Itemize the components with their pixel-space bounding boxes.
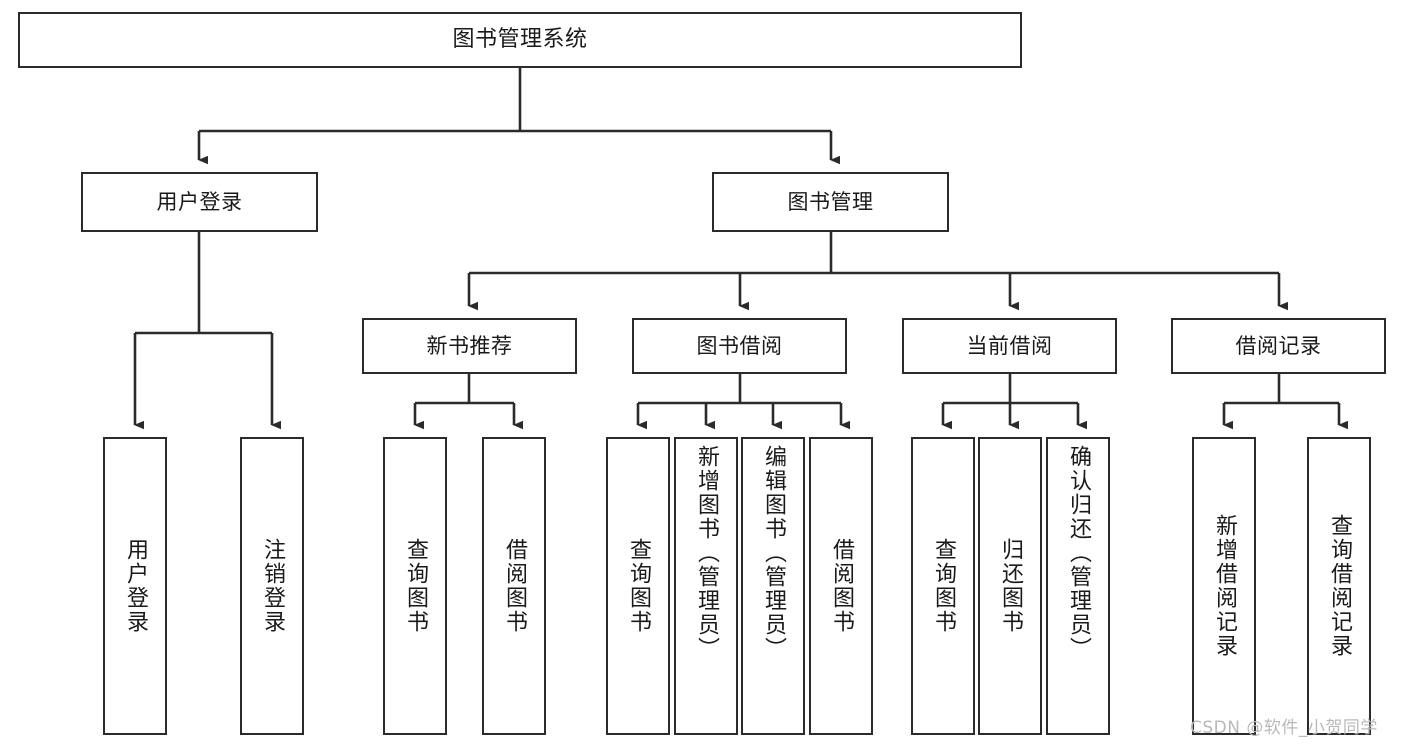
node-leaf-return-book-label: 归还图书	[998, 538, 1023, 634]
node-leaf-query-book-1[interactable]: 查询图书	[383, 437, 447, 735]
node-leaf-borrow-book-2[interactable]: 借阅图书	[809, 437, 873, 735]
node-current-borrow[interactable]: 当前借阅	[902, 318, 1117, 374]
node-leaf-logout[interactable]: 注销登录	[240, 437, 304, 735]
node-leaf-query-book-2-label: 查询图书	[626, 538, 651, 634]
node-leaf-edit-book-label: 编辑图书（管理员）	[761, 445, 786, 661]
node-leaf-edit-book[interactable]: 编辑图书（管理员）	[741, 437, 805, 735]
node-leaf-logout-label: 注销登录	[260, 538, 285, 634]
node-leaf-query-book-3-label: 查询图书	[931, 538, 956, 634]
node-new-book-recommend[interactable]: 新书推荐	[362, 318, 577, 374]
node-leaf-add-record-label: 新增借阅记录	[1212, 514, 1237, 658]
node-leaf-query-book-2[interactable]: 查询图书	[606, 437, 670, 735]
node-leaf-borrow-book-1[interactable]: 借阅图书	[482, 437, 546, 735]
node-book-management-label: 图书管理	[787, 189, 874, 214]
node-user-login-label: 用户登录	[156, 189, 243, 214]
node-leaf-user-login[interactable]: 用户登录	[103, 437, 167, 735]
node-leaf-borrow-book-2-label: 借阅图书	[829, 538, 854, 634]
node-borrow-record[interactable]: 借阅记录	[1171, 318, 1386, 374]
node-leaf-borrow-book-1-label: 借阅图书	[502, 538, 527, 634]
node-leaf-confirm-return[interactable]: 确认归还（管理员）	[1046, 437, 1110, 735]
node-leaf-add-book-label: 新增图书（管理员）	[694, 445, 719, 661]
node-user-login[interactable]: 用户登录	[81, 172, 318, 232]
node-leaf-user-login-label: 用户登录	[123, 538, 148, 634]
node-leaf-query-record[interactable]: 查询借阅记录	[1307, 437, 1371, 735]
node-leaf-query-book-1-label: 查询图书	[403, 538, 428, 634]
node-current-borrow-label: 当前借阅	[966, 333, 1053, 358]
node-leaf-confirm-return-label: 确认归还（管理员）	[1066, 445, 1091, 661]
node-new-book-recommend-label: 新书推荐	[426, 333, 513, 358]
node-leaf-return-book[interactable]: 归还图书	[978, 437, 1042, 735]
node-book-management[interactable]: 图书管理	[712, 172, 949, 232]
node-leaf-query-book-3[interactable]: 查询图书	[911, 437, 975, 735]
node-borrow-record-label: 借阅记录	[1235, 333, 1322, 358]
node-leaf-add-record[interactable]: 新增借阅记录	[1192, 437, 1256, 735]
node-leaf-query-record-label: 查询借阅记录	[1327, 514, 1352, 658]
node-root-system[interactable]: 图书管理系统	[18, 12, 1022, 68]
node-root-system-label: 图书管理系统	[452, 27, 588, 53]
node-book-borrow[interactable]: 图书借阅	[632, 318, 847, 374]
node-leaf-add-book[interactable]: 新增图书（管理员）	[674, 437, 738, 735]
node-book-borrow-label: 图书借阅	[696, 333, 783, 358]
